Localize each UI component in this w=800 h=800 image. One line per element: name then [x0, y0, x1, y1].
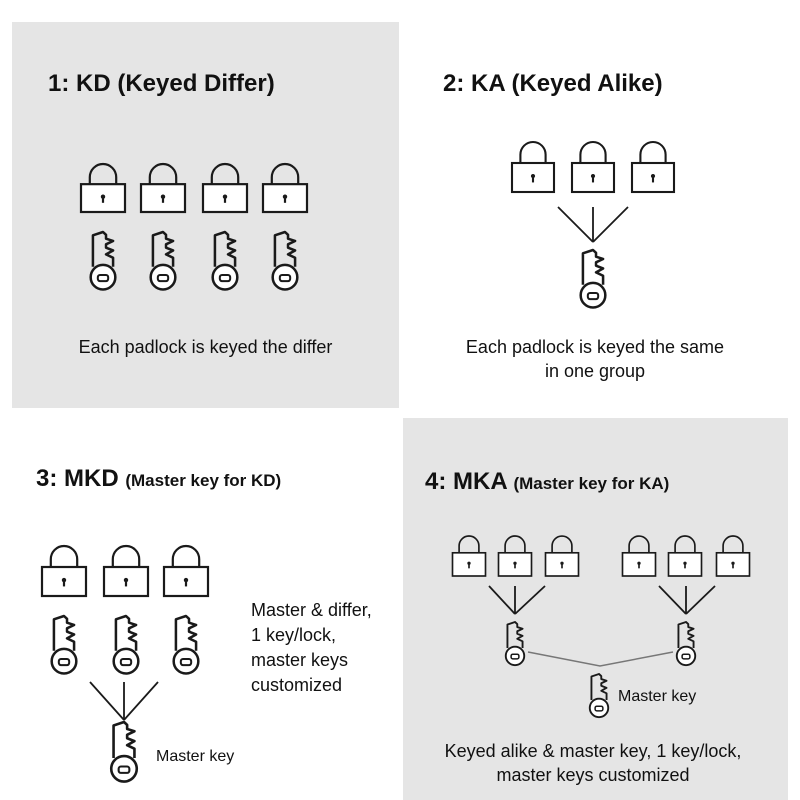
title-number: 1: KD — [48, 70, 111, 97]
key-icon — [149, 230, 177, 291]
padlock-icon — [630, 140, 676, 194]
key-icon — [89, 230, 117, 291]
master-key-label: Master key — [156, 748, 235, 765]
panel-caption: Each padlock is keyed the differ — [78, 337, 333, 357]
key-icon — [109, 720, 139, 783]
mka-illustration — [451, 535, 751, 719]
key-icon — [579, 248, 607, 309]
mkd-illustration — [40, 544, 210, 783]
padlock-icon — [162, 544, 210, 598]
key-group — [89, 230, 299, 291]
caption-line: Each padlock is keyed the same — [465, 337, 725, 357]
padlock-icon — [570, 140, 616, 194]
panel-caption: Keyed alike & master key, 1 key/lock, ma… — [403, 739, 783, 787]
fan-connector — [89, 681, 159, 721]
fan-connector — [658, 585, 716, 615]
padlock-icon — [451, 535, 487, 577]
key-group — [579, 248, 607, 309]
key-icon — [504, 621, 526, 667]
ka-illustration — [510, 140, 676, 309]
key-icon — [211, 230, 239, 291]
title-number: 2: KA — [443, 70, 505, 97]
padlock-group — [510, 140, 676, 194]
fan-connector — [557, 206, 629, 243]
fan-connector — [488, 585, 546, 615]
caption-line: in one group — [544, 361, 646, 381]
panel-note: Master & differ, 1 key/lock, master keys… — [251, 598, 372, 698]
key-icon — [50, 614, 78, 675]
panel-master-key-kd: 3: MKD (Master key for KD) Master & diff… — [0, 410, 402, 800]
key-group — [50, 614, 200, 675]
panel-keyed-differ: 1: KD (Keyed Differ) Each padlock is key… — [12, 22, 399, 408]
title-number: 4: MKA — [425, 468, 507, 495]
padlock-group — [40, 544, 210, 598]
title-subtitle: (Master key for KA) — [513, 474, 670, 493]
padlock-icon — [621, 535, 657, 577]
padlock-icon — [261, 162, 309, 214]
note-line: Master & differ, — [251, 600, 372, 620]
title-number: 3: MKD — [36, 465, 119, 492]
padlock-icon — [139, 162, 187, 214]
padlock-icon — [201, 162, 249, 214]
kd-illustration — [79, 162, 309, 291]
caption-line: Keyed alike & master key, 1 key/lock, — [444, 741, 742, 761]
padlock-icon — [667, 535, 703, 577]
key-group — [504, 621, 697, 719]
padlock-icon — [544, 535, 580, 577]
title-subtitle: (Keyed Alike) — [511, 70, 663, 97]
key-icon — [271, 230, 299, 291]
padlock-icon — [497, 535, 533, 577]
panel-title: 4: MKA (Master key for KA) — [425, 468, 669, 496]
connector-lines — [557, 206, 629, 243]
padlock-icon — [510, 140, 556, 194]
panel-caption: Each padlock is keyed the same in one gr… — [400, 335, 790, 383]
title-subtitle: (Keyed Differ) — [117, 70, 275, 97]
key-icon — [112, 614, 140, 675]
padlock-icon — [79, 162, 127, 214]
panel-master-key-ka: 4: MKA (Master key for KA) Master key Ke… — [403, 418, 788, 800]
master-key — [109, 720, 139, 783]
note-line: customized — [251, 675, 343, 695]
padlock-icon — [715, 535, 751, 577]
padlock-icon — [102, 544, 150, 598]
padlock-group — [79, 162, 309, 214]
panel-title: 2: KA (Keyed Alike) — [443, 70, 663, 98]
master-link-line — [527, 651, 674, 667]
key-icon — [588, 673, 610, 719]
note-line: master keys — [251, 650, 349, 670]
padlock-group — [451, 535, 751, 577]
key-icon — [675, 621, 697, 667]
master-key-label: Master key — [618, 688, 697, 705]
panel-title: 1: KD (Keyed Differ) — [48, 70, 275, 98]
connector-lines — [488, 585, 716, 667]
padlock-icon — [40, 544, 88, 598]
key-icon — [172, 614, 200, 675]
caption-line: master keys customized — [496, 765, 690, 785]
panel-title: 3: MKD (Master key for KD) — [36, 465, 281, 493]
title-subtitle: (Master key for KD) — [125, 471, 282, 490]
connector-lines — [89, 681, 159, 721]
panel-keyed-alike: 2: KA (Keyed Alike) Each padlock is keye… — [400, 0, 800, 410]
note-line: 1 key/lock, — [251, 625, 337, 645]
